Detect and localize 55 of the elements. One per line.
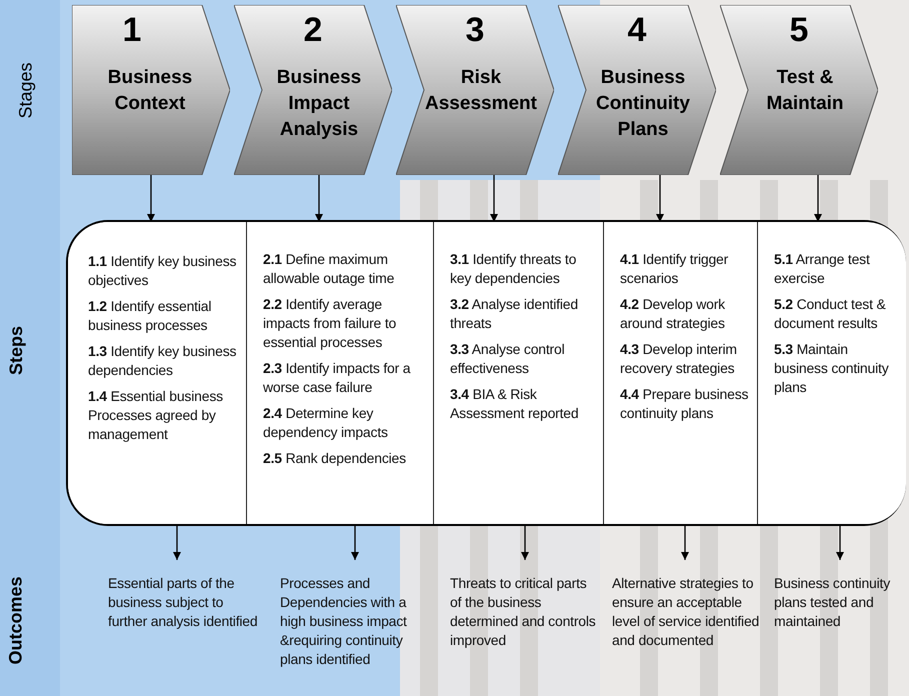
stage-banner	[234, 5, 392, 175]
arrow	[351, 524, 359, 560]
step-text: 1.1 Identify key business objectives	[88, 252, 238, 290]
step-text: 4.2 Develop work around strategies	[620, 295, 726, 333]
step-text: 5.1 Arrange test exercise	[774, 250, 871, 288]
step-text: 2.3 Identify impacts for a worse case failure	[263, 359, 412, 397]
step-text: 4.4 Prepare business continuity plans	[620, 385, 750, 423]
arrow	[490, 175, 498, 222]
arrow	[814, 175, 822, 222]
stage-title: Business Continuity Plans	[595, 66, 691, 142]
stage-number: 4	[626, 11, 648, 50]
arrow	[147, 175, 155, 222]
step-text: 2.1 Define maximum allowable outage time	[263, 250, 396, 288]
arrow	[173, 524, 181, 560]
stage-banner	[72, 5, 230, 175]
steps-panel	[66, 220, 906, 526]
arrow	[521, 524, 529, 560]
step-text: 3.2 Analyse identified threats	[450, 295, 579, 333]
outcome-text: Alternative strategies to ensure an acceptable level of service identified and documented	[612, 574, 762, 650]
arrow	[681, 524, 689, 560]
section-label: Steps	[6, 326, 28, 376]
step-text: 1.4 Essential business Processes agreed by management	[88, 387, 224, 444]
stage-title: Business Context	[106, 66, 194, 116]
outcome-text: Business continuity plans tested and maintained	[774, 574, 908, 631]
stage-number: 3	[464, 11, 486, 50]
step-text: 2.5 Rank dependencies	[263, 449, 407, 468]
outcome-text: Threats to critical parts of the business determined and controls improved	[450, 574, 600, 650]
stage-title: Business Impact Analysis	[276, 66, 362, 142]
steps-column	[757, 222, 906, 524]
step-text: 1.3 Identify key business dependencies	[88, 342, 238, 380]
outcome-text: Essential parts of the business subject to further analysis identified	[108, 574, 258, 631]
section-label: Outcomes	[6, 576, 27, 665]
step-text: 2.4 Determine key dependency impacts	[263, 404, 389, 442]
step-text: 4.1 Identify trigger scenarios	[620, 250, 730, 288]
stage-number: 5	[788, 11, 810, 50]
stage-number: 2	[302, 11, 324, 50]
arrow	[836, 524, 844, 560]
step-text: 3.3 Analyse control effectiveness	[450, 340, 566, 378]
step-text: 5.3 Maintain business continuity plans	[774, 340, 890, 397]
stage-banner	[396, 5, 554, 175]
stage-banner	[720, 5, 878, 175]
step-text: 2.2 Identify average impacts from failure to essential processes	[263, 295, 398, 352]
step-text: 3.1 Identify threats to key dependencies	[450, 250, 578, 288]
step-text: 1.2 Identify essential business processes	[88, 297, 212, 335]
outcome-text: Processes and Dependencies with a high business impact &requiring continuity plans identified	[280, 574, 430, 669]
stage-banner	[558, 5, 716, 175]
arrow	[656, 175, 664, 222]
step-text: 4.3 Develop interim recovery strategies	[620, 340, 738, 378]
section-label: Stages	[16, 62, 37, 119]
stage-title: Test & Maintain	[765, 66, 845, 116]
arrow	[315, 175, 323, 222]
stage-title: Risk Assessment	[424, 66, 538, 116]
step-text: 5.2 Conduct test & document results	[774, 295, 887, 333]
stage-number: 1	[122, 11, 142, 50]
step-text: 3.4 BIA & Risk Assessment reported	[450, 385, 580, 423]
